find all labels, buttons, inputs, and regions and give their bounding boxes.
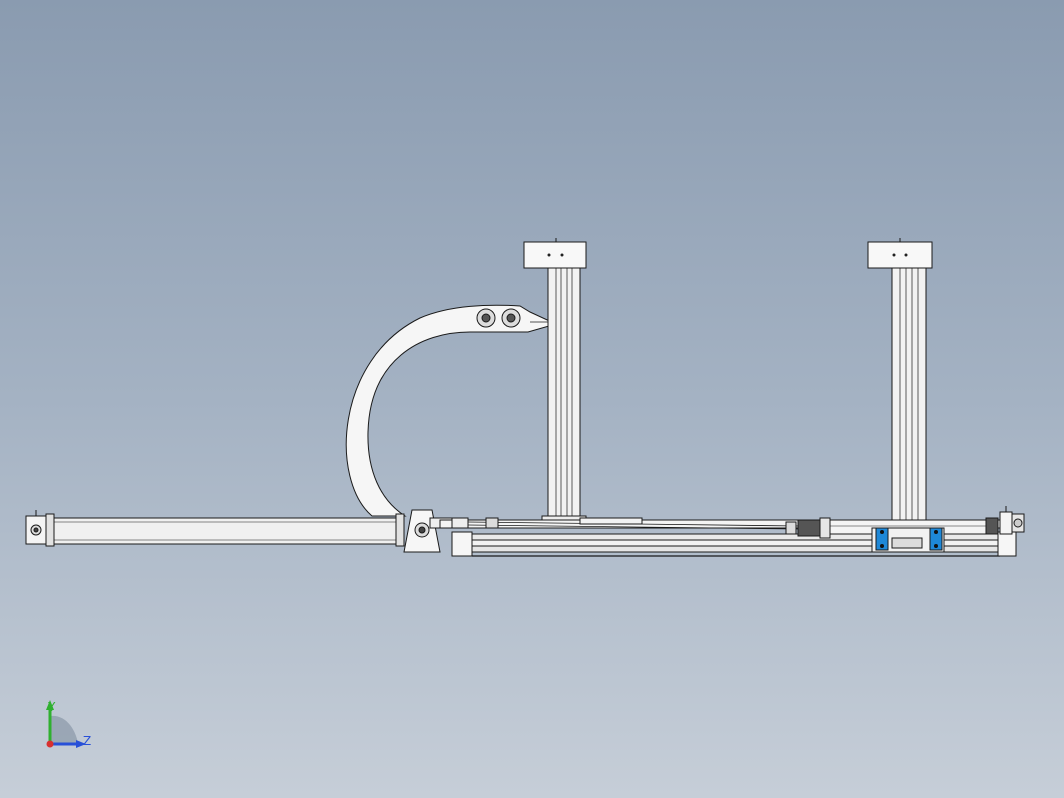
pivot-bracket[interactable]	[403, 509, 453, 553]
cylinder-barrel	[53, 517, 397, 545]
hook-roller-left	[476, 308, 496, 328]
left-column-cap	[523, 241, 587, 269]
coordinate-triad: Y Z	[46, 700, 91, 748]
carriage-clamp-right	[929, 527, 943, 551]
curved-hook-arm[interactable]	[345, 304, 558, 517]
x-axis-dot	[46, 740, 54, 748]
slide-carriage[interactable]	[871, 527, 945, 553]
piston-rod	[451, 517, 801, 530]
pneumatic-cylinder[interactable]	[25, 510, 405, 547]
hook-roller-right	[501, 308, 521, 328]
z-axis-label: Z	[83, 734, 91, 748]
left-column[interactable]	[523, 238, 587, 523]
right-column-cap	[867, 241, 933, 269]
carriage-clamp-left	[875, 527, 889, 551]
linear-slide-rail[interactable]	[439, 519, 1017, 557]
short-cylinder[interactable]	[785, 506, 1025, 539]
y-axis-label: Y	[47, 700, 56, 714]
left-column-profile	[547, 267, 581, 521]
right-column[interactable]	[867, 238, 933, 521]
right-column-profile	[891, 267, 927, 521]
